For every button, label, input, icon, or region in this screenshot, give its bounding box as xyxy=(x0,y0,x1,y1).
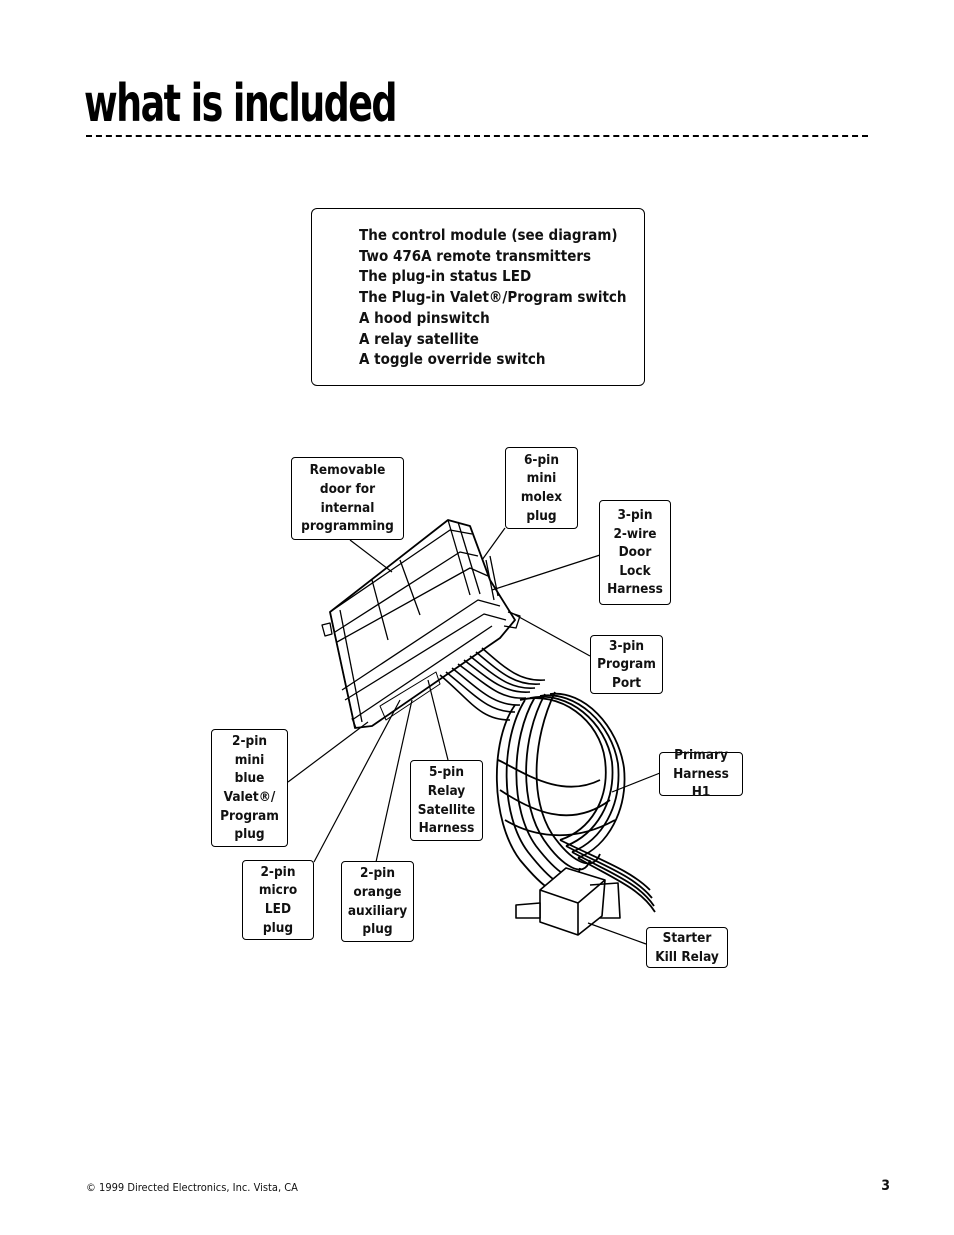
callout-label: 2-pin mini blue Valet®/ Program plug xyxy=(220,733,279,843)
included-items-list: The control module (see diagram) Two 476… xyxy=(359,225,627,370)
included-item: The Plug-in Valet®/Program switch xyxy=(359,288,627,307)
callout-label: Primary Harness H1 xyxy=(673,747,729,801)
page-title: what is included xyxy=(84,74,398,134)
callout-relay-satellite: 5-pin Relay Satellite Harness xyxy=(410,760,483,841)
callout-door-lock-harness: 3-pin 2-wire Door Lock Harness xyxy=(599,500,671,605)
callout-label: 3-pin Program Port xyxy=(597,637,656,691)
included-item: A hood pinswitch xyxy=(359,308,490,327)
callout-starter-kill-relay: Starter Kill Relay xyxy=(646,927,728,968)
callout-led-plug: 2-pin micro LED plug xyxy=(242,860,314,940)
callout-label: 2-pin orange auxiliary plug xyxy=(347,865,408,938)
callout-program-port: 3-pin Program Port xyxy=(590,635,663,694)
footer-copyright: © 1999 Directed Electronics, Inc. Vista,… xyxy=(86,1181,298,1194)
callout-label: 2-pin micro LED plug xyxy=(258,863,298,936)
title-rule xyxy=(86,135,868,137)
callout-label: Starter Kill Relay xyxy=(655,929,719,965)
callout-primary-harness: Primary Harness H1 xyxy=(659,747,743,800)
callout-label: 6-pin mini molex plug xyxy=(520,451,563,524)
starter-kill-relay-illustration xyxy=(515,867,621,936)
callout-label: 3-pin 2-wire Door Lock Harness xyxy=(607,507,663,598)
callout-valet-plug: 2-pin mini blue Valet®/ Program plug xyxy=(211,729,288,847)
included-item: A toggle override switch xyxy=(359,350,546,369)
included-item: The control module (see diagram) xyxy=(359,226,618,244)
included-item: Two 476A remote transmitters xyxy=(359,246,592,265)
callout-leaders xyxy=(287,527,661,945)
primary-harness-coil xyxy=(495,691,656,913)
page-number: 3 xyxy=(881,1178,890,1194)
callout-removable-door: Removable door for internal programming xyxy=(291,457,404,540)
callout-6-pin-molex: 6-pin mini molex plug xyxy=(505,447,578,529)
wire-bundle xyxy=(439,647,546,721)
callout-label: Removable door for internal programming xyxy=(301,462,394,535)
included-items-box: The control module (see diagram) Two 476… xyxy=(311,208,645,386)
included-item: The plug-in status LED xyxy=(359,267,532,286)
included-item: A relay satellite xyxy=(359,329,479,348)
callout-aux-plug: 2-pin orange auxiliary plug xyxy=(341,861,414,942)
callout-label: 5-pin Relay Satellite Harness xyxy=(417,764,476,837)
